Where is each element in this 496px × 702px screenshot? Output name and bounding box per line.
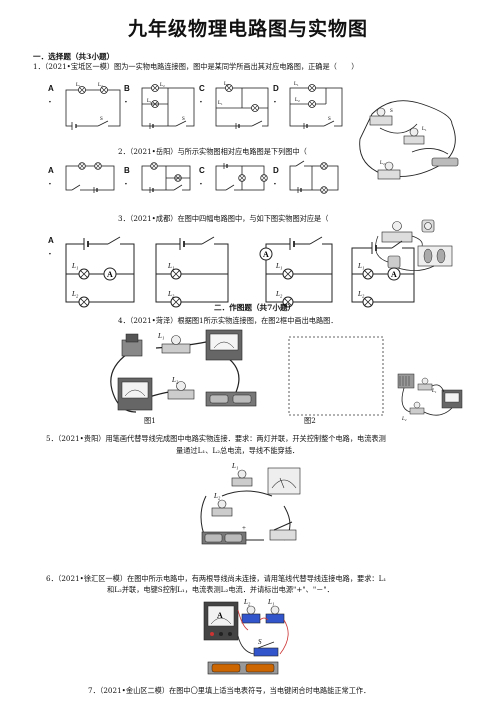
q1-circuit-a: L₁ L₂ S — [65, 83, 121, 130]
q1-option-c-dot: ． — [199, 95, 207, 104]
svg-text:L₁: L₁ — [357, 262, 364, 270]
q2-circuit-c — [215, 163, 268, 191]
q3-option-a[interactable]: A — [48, 236, 54, 245]
section-1-heading: 一．选择题（共3小题） — [33, 52, 115, 61]
svg-text:L₂: L₂ — [171, 376, 179, 384]
svg-text:L₁: L₁ — [267, 598, 274, 606]
svg-text:S: S — [328, 117, 331, 122]
q6-real-components: A L₂ L₁ S — [203, 598, 289, 675]
q1-option-d-dot: ． — [273, 95, 281, 104]
svg-text:L₂: L₂ — [380, 161, 385, 166]
svg-text:L₂: L₂ — [160, 83, 165, 88]
q1-circuit-b: L₂ L₁ S — [141, 83, 195, 129]
svg-text:L₁: L₁ — [147, 99, 152, 104]
figure-1-label: 图1 — [144, 416, 156, 425]
svg-text:L₂: L₂ — [357, 290, 365, 298]
svg-text:L₁: L₁ — [167, 262, 174, 270]
q2-option-b[interactable]: B — [124, 166, 130, 175]
q2-circuit-b — [141, 162, 191, 193]
question-2-text: 2．（2021•岳阳）与所示实物图相对应电路图是下列图中（ — [118, 147, 307, 156]
q1-option-a-dot: ． — [48, 95, 56, 104]
svg-text:L₂: L₂ — [71, 290, 79, 298]
q3-circuit-b: L₁ L₂ — [155, 236, 229, 308]
q3-circuit-d: A L₁ L₂ — [351, 240, 415, 308]
q3-circuit-c: A L₁ L₂ — [259, 236, 333, 308]
svg-text:S: S — [100, 117, 103, 122]
svg-text:A: A — [107, 270, 113, 279]
svg-text:L₁: L₁ — [218, 101, 223, 106]
question-5-text-line-2: 量通过L₁、L₂总电流，导线不能穿插． — [176, 446, 300, 455]
q5-real-components: L₁ L₂ + — [200, 462, 301, 545]
question-6-text-line-2: 和L₂并联，电键S控制L₁，电流表测L₂电流．并请标出电源"+"、"－"． — [107, 585, 334, 594]
svg-text:L₂: L₂ — [401, 417, 407, 422]
q1-circuit-c: L₂ L₁ — [215, 82, 269, 129]
q4-side-real-circuit: L₁ L₂ — [397, 373, 463, 422]
q2-circuit-d — [289, 160, 339, 194]
svg-text:A: A — [217, 611, 223, 620]
svg-text:+: + — [242, 524, 246, 532]
question-3-text: 3．（2021•成都）在图中四幅电路图中，与如下图实物图对应是（ — [118, 214, 329, 223]
q1-circuit-d: L₁ L₂ S — [289, 82, 343, 129]
svg-text:L₁: L₁ — [76, 83, 81, 88]
q4-figure-2-empty-box — [288, 336, 384, 416]
svg-text:L₁: L₁ — [157, 332, 164, 340]
q1-option-b-dot: ． — [124, 95, 132, 104]
page-title: 九年级物理电路图与实物图 — [127, 18, 368, 40]
q2-option-c[interactable]: C — [199, 166, 205, 175]
q2-option-d[interactable]: D — [273, 166, 279, 175]
q3-option-a-dot: ． — [48, 247, 56, 256]
svg-text:L₁: L₁ — [71, 262, 78, 270]
svg-text:L₂: L₂ — [98, 83, 103, 88]
question-5-text-line-1: 5．（2021•贵阳）用笔画代替导线完成图中电路实物连接．要求：两灯并联，开关控… — [46, 434, 386, 443]
q3-circuit-a: A L₁ L₂ — [65, 236, 135, 308]
section-2-heading: 二．作图题（共7小题） — [214, 303, 296, 312]
q1-real-circuit-picture: S L₁ L₂ — [359, 100, 459, 180]
q2-option-d-dot: ． — [273, 177, 281, 186]
svg-text:A: A — [263, 250, 269, 259]
svg-text:L₂: L₂ — [275, 290, 283, 298]
q2-option-a[interactable]: A — [48, 166, 54, 175]
question-1-text: 1．（2021•宝坻区一模）图为一实物电路连接图，图中是某同学所画出其对应电路图… — [33, 62, 359, 71]
svg-text:L₁: L₁ — [422, 127, 427, 132]
q4-figure-1-real-circuit: L₁ L₂ — [110, 329, 257, 413]
question-4-text: 4．（2021•菏泽）根据图1所示实物连接图，在图2框中画出电路图． — [118, 316, 338, 325]
q3-real-circuit-picture — [375, 219, 453, 271]
q1-option-d[interactable]: D — [273, 84, 279, 93]
svg-text:L₁: L₁ — [275, 262, 282, 270]
q1-option-a[interactable]: A — [48, 84, 54, 93]
q2-option-c-dot: ． — [199, 177, 207, 186]
figure-2-label: 图2 — [304, 416, 316, 425]
q2-option-b-dot: ． — [124, 177, 132, 186]
svg-text:L₂: L₂ — [167, 290, 175, 298]
svg-text:L₁: L₁ — [294, 82, 299, 87]
svg-text:A: A — [391, 270, 397, 279]
svg-text:L₂: L₂ — [213, 492, 221, 500]
question-6-text-line-1: 6．（2021•徐汇区一模）在图中所示电路中，有两根导线尚未连接，请用笔线代替导… — [46, 574, 387, 583]
q1-option-b[interactable]: B — [124, 84, 130, 93]
question-7-text: 7．（2021•金山区二模）在图中〇里填上适当电表符号，当电键闭合时电路能正常工… — [88, 686, 371, 695]
svg-text:L₂: L₂ — [295, 98, 300, 103]
q1-option-c[interactable]: C — [199, 84, 205, 93]
svg-text:S: S — [258, 638, 262, 646]
svg-text:S: S — [182, 117, 185, 122]
svg-text:S: S — [390, 109, 393, 114]
svg-text:L₁: L₁ — [231, 462, 238, 470]
q2-option-a-dot: ． — [48, 177, 56, 186]
svg-text:L₂: L₂ — [224, 82, 229, 87]
svg-text:L₁: L₁ — [431, 389, 437, 394]
svg-text:L₂: L₂ — [243, 598, 251, 606]
q2-circuit-a — [65, 162, 115, 193]
